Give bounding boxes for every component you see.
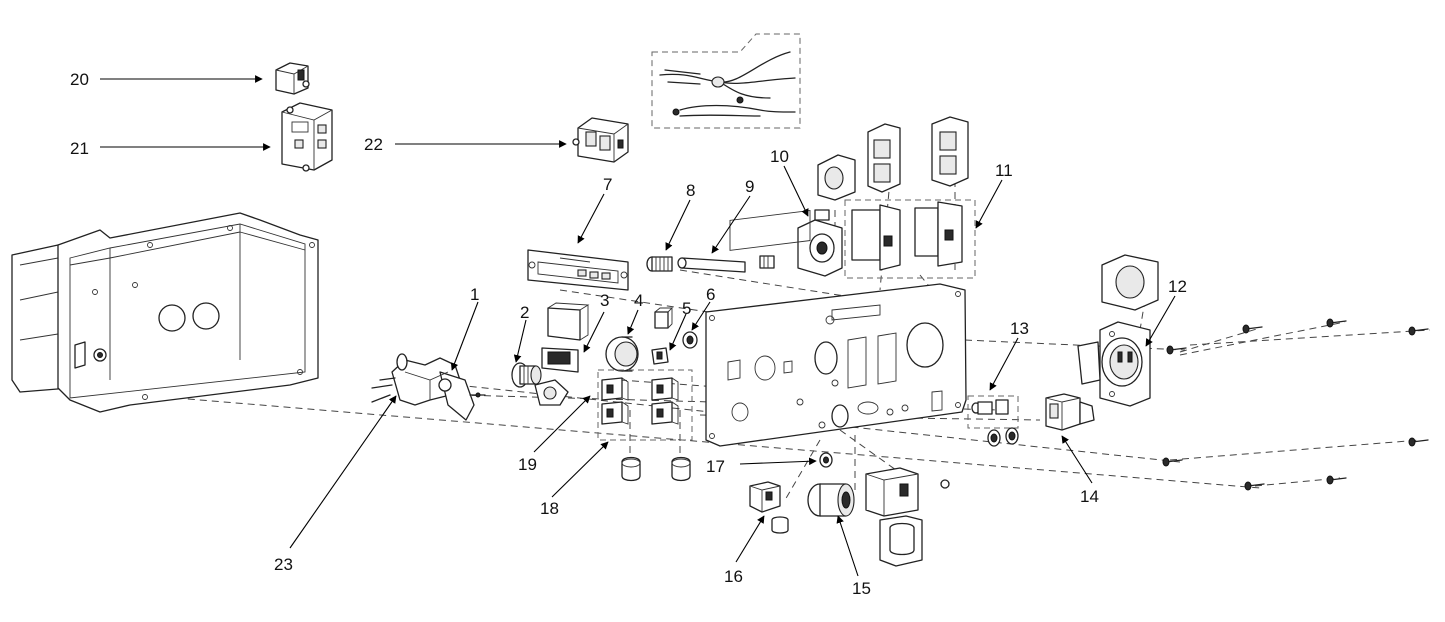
part-labels: 1 2 3 4 5 6 7 8 9 10 11 12 13 14 15 16 1… <box>70 70 1187 598</box>
part-4-reset-button <box>605 336 639 372</box>
part-14-breaker <box>1045 393 1095 431</box>
wire-harness <box>651 33 801 129</box>
part-8-fuse-holder <box>646 256 673 272</box>
part-20-relay <box>275 62 310 95</box>
label-18: 18 <box>540 499 559 518</box>
part-9-bus-bar <box>677 255 775 273</box>
part-21-control-module <box>281 102 333 172</box>
part-19-breakers <box>597 369 693 441</box>
label-8: 8 <box>686 181 695 200</box>
control-panel-housing <box>11 212 319 413</box>
part-7-meter-panel <box>527 249 629 291</box>
label-17: 17 <box>706 457 725 476</box>
label-12: 12 <box>1168 277 1187 296</box>
label-14: 14 <box>1080 487 1099 506</box>
label-10: 10 <box>770 147 789 166</box>
part-18-breaker-caps <box>621 456 691 482</box>
label-20: 20 <box>70 70 89 89</box>
part-11-duplex-outlets <box>844 116 976 279</box>
label-3: 3 <box>600 291 609 310</box>
front-face-plate <box>705 210 967 447</box>
label-11: 11 <box>995 161 1013 180</box>
part-2-knob <box>511 362 542 388</box>
part-15-dc-socket <box>807 483 855 517</box>
label-9: 9 <box>745 177 754 196</box>
part-5-switch <box>651 307 674 365</box>
label-13: 13 <box>1010 319 1029 338</box>
part-13-terminal-lugs <box>967 395 1019 447</box>
part-16-small-breaker <box>749 481 789 534</box>
part-17-button <box>819 452 833 468</box>
label-5: 5 <box>682 299 691 318</box>
part-10-twistlock-outlet <box>797 154 856 277</box>
gfci-module <box>865 467 950 567</box>
label-23: 23 <box>274 555 293 574</box>
label-1: 1 <box>470 285 479 304</box>
label-7: 7 <box>603 175 612 194</box>
leader-lines <box>100 75 1176 577</box>
label-22: 22 <box>364 135 383 154</box>
label-2: 2 <box>520 303 529 322</box>
part-1-fuel-valve <box>371 353 486 421</box>
part-22-breaker-block <box>572 117 629 163</box>
part-3-rocker-switch <box>534 302 590 406</box>
label-19: 19 <box>518 455 537 474</box>
label-21: 21 <box>70 139 89 158</box>
label-15: 15 <box>852 579 871 598</box>
mounting-screws <box>1162 318 1429 491</box>
label-16: 16 <box>724 567 743 586</box>
part-6-grommet <box>682 331 698 349</box>
label-4: 4 <box>634 291 643 310</box>
part-12-50a-outlet <box>1077 254 1159 407</box>
label-6: 6 <box>706 285 715 304</box>
